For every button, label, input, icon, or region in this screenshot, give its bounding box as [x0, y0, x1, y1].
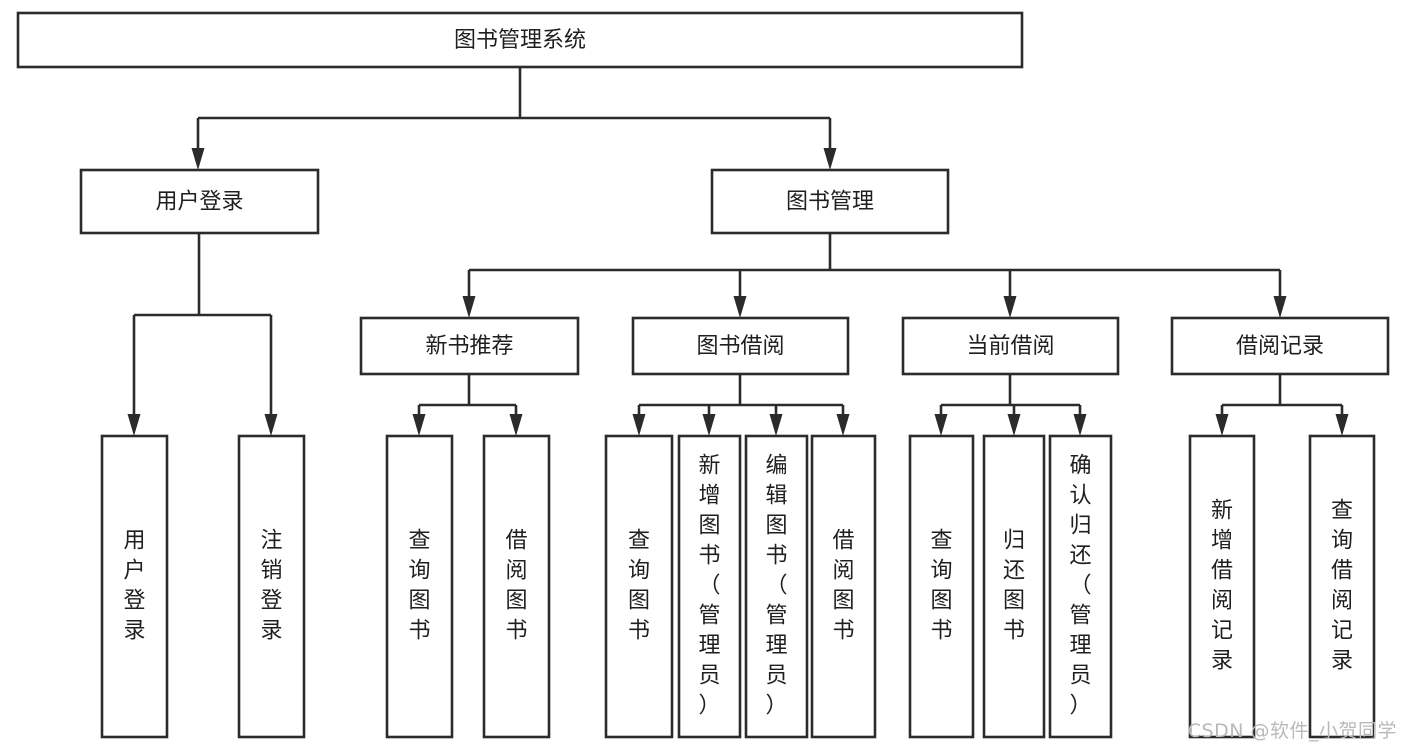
node-leaf-5-label: 新增图书（管理员）	[698, 454, 720, 719]
node-level1-0-label: 用户登录	[155, 190, 243, 215]
group-2-drop-0-arrowhead	[934, 414, 948, 436]
node-leaf-2[interactable]: 查询图书	[385, 434, 454, 739]
node-leaf-9[interactable]: 归还图书	[982, 434, 1046, 739]
node-leaf-12-box[interactable]	[1308, 434, 1376, 739]
node-leaf-7-label: 借阅图书	[832, 529, 854, 644]
node-leaf-1-label: 注销登录	[260, 529, 282, 644]
node-level1-1[interactable]: 图书管理	[710, 168, 950, 235]
node-root-box[interactable]	[16, 11, 1024, 69]
node-leaf-9-box[interactable]	[982, 434, 1046, 739]
manage-drop-3-arrowhead	[1273, 296, 1287, 318]
group-1-drop-2-arrowhead	[769, 414, 783, 436]
node-leaf-5[interactable]: 新增图书（管理员）	[677, 434, 742, 739]
group-3-drop-1-arrowhead	[1335, 414, 1349, 436]
node-level2-2[interactable]: 当前借阅	[901, 316, 1120, 376]
node-leaf-10-label: 确认归还（管理员）	[1069, 454, 1091, 719]
node-level2-2-box[interactable]	[901, 316, 1120, 376]
node-level2-2-label: 当前借阅	[966, 334, 1054, 359]
node-leaf-4-box[interactable]	[604, 434, 674, 739]
node-level2-3[interactable]: 借阅记录	[1170, 316, 1390, 376]
node-leaf-12-label: 查询借阅记录	[1331, 499, 1353, 674]
node-leaf-2-box[interactable]	[385, 434, 454, 739]
manage-drop-0-arrowhead	[462, 296, 476, 318]
group-2-drop-2-arrowhead	[1073, 414, 1087, 436]
edges-layer	[127, 67, 1349, 436]
group-0-drop-1-arrowhead	[509, 414, 523, 436]
node-leaf-9-label: 归还图书	[1003, 529, 1025, 644]
node-leaf-2-label: 查询图书	[408, 529, 430, 644]
node-leaf-11-label: 新增借阅记录	[1211, 499, 1233, 674]
node-leaf-1-box[interactable]	[237, 434, 306, 739]
manage-drop-2-arrowhead	[1003, 296, 1017, 318]
node-level2-0-box[interactable]	[359, 316, 580, 376]
node-leaf-0-box[interactable]	[100, 434, 169, 739]
level1-drop-0-arrowhead	[191, 148, 205, 170]
node-level2-3-box[interactable]	[1170, 316, 1390, 376]
node-level1-1-label: 图书管理	[786, 190, 874, 215]
node-root[interactable]: 图书管理系统	[16, 11, 1024, 69]
group-1-drop-1-arrowhead	[702, 414, 716, 436]
group-0-drop-0-arrowhead	[412, 414, 426, 436]
node-leaf-11-box[interactable]	[1188, 434, 1256, 739]
node-level1-0-box[interactable]	[79, 168, 320, 235]
node-leaf-8-box[interactable]	[908, 434, 975, 739]
node-root-label: 图书管理系统	[454, 28, 586, 53]
login-drop-0-arrowhead	[127, 414, 141, 436]
node-leaf-10-box[interactable]	[1048, 434, 1113, 739]
node-leaf-3-label: 借阅图书	[505, 529, 527, 644]
node-leaf-3[interactable]: 借阅图书	[482, 434, 551, 739]
node-leaf-7[interactable]: 借阅图书	[810, 434, 877, 739]
node-level2-3-label: 借阅记录	[1236, 334, 1324, 359]
group-3-drop-0-arrowhead	[1215, 414, 1229, 436]
watermark: CSDN @软件_小贺同学	[1187, 720, 1397, 742]
node-level2-1-label: 图书借阅	[696, 334, 784, 359]
node-leaf-4[interactable]: 查询图书	[604, 434, 674, 739]
node-level1-1-box[interactable]	[710, 168, 950, 235]
node-level2-0[interactable]: 新书推荐	[359, 316, 580, 376]
node-leaf-4-label: 查询图书	[628, 529, 650, 644]
node-leaf-8-label: 查询图书	[930, 529, 952, 644]
node-leaf-5-box[interactable]	[677, 434, 742, 739]
node-level2-0-label: 新书推荐	[425, 334, 513, 359]
nodes-layer: 图书管理系统用户登录图书管理新书推荐图书借阅当前借阅借阅记录用户登录注销登录查询…	[16, 11, 1390, 739]
node-leaf-11[interactable]: 新增借阅记录	[1188, 434, 1256, 739]
node-leaf-7-box[interactable]	[810, 434, 877, 739]
group-2-drop-1-arrowhead	[1007, 414, 1021, 436]
group-1-drop-0-arrowhead	[632, 414, 646, 436]
login-drop-1-arrowhead	[264, 414, 278, 436]
node-leaf-12[interactable]: 查询借阅记录	[1308, 434, 1376, 739]
group-1-drop-3-arrowhead	[836, 414, 850, 436]
node-leaf-1[interactable]: 注销登录	[237, 434, 306, 739]
node-leaf-8[interactable]: 查询图书	[908, 434, 975, 739]
node-leaf-0-label: 用户登录	[123, 529, 145, 644]
node-leaf-0[interactable]: 用户登录	[100, 434, 169, 739]
node-leaf-10[interactable]: 确认归还（管理员）	[1048, 434, 1113, 739]
node-leaf-6[interactable]: 编辑图书（管理员）	[744, 434, 809, 739]
node-leaf-6-box[interactable]	[744, 434, 809, 739]
node-leaf-6-label: 编辑图书（管理员）	[765, 454, 787, 719]
node-level1-0[interactable]: 用户登录	[79, 168, 320, 235]
node-level2-1[interactable]: 图书借阅	[631, 316, 850, 376]
node-level2-1-box[interactable]	[631, 316, 850, 376]
node-leaf-3-box[interactable]	[482, 434, 551, 739]
level1-drop-1-arrowhead	[823, 148, 837, 170]
manage-drop-1-arrowhead	[733, 296, 747, 318]
